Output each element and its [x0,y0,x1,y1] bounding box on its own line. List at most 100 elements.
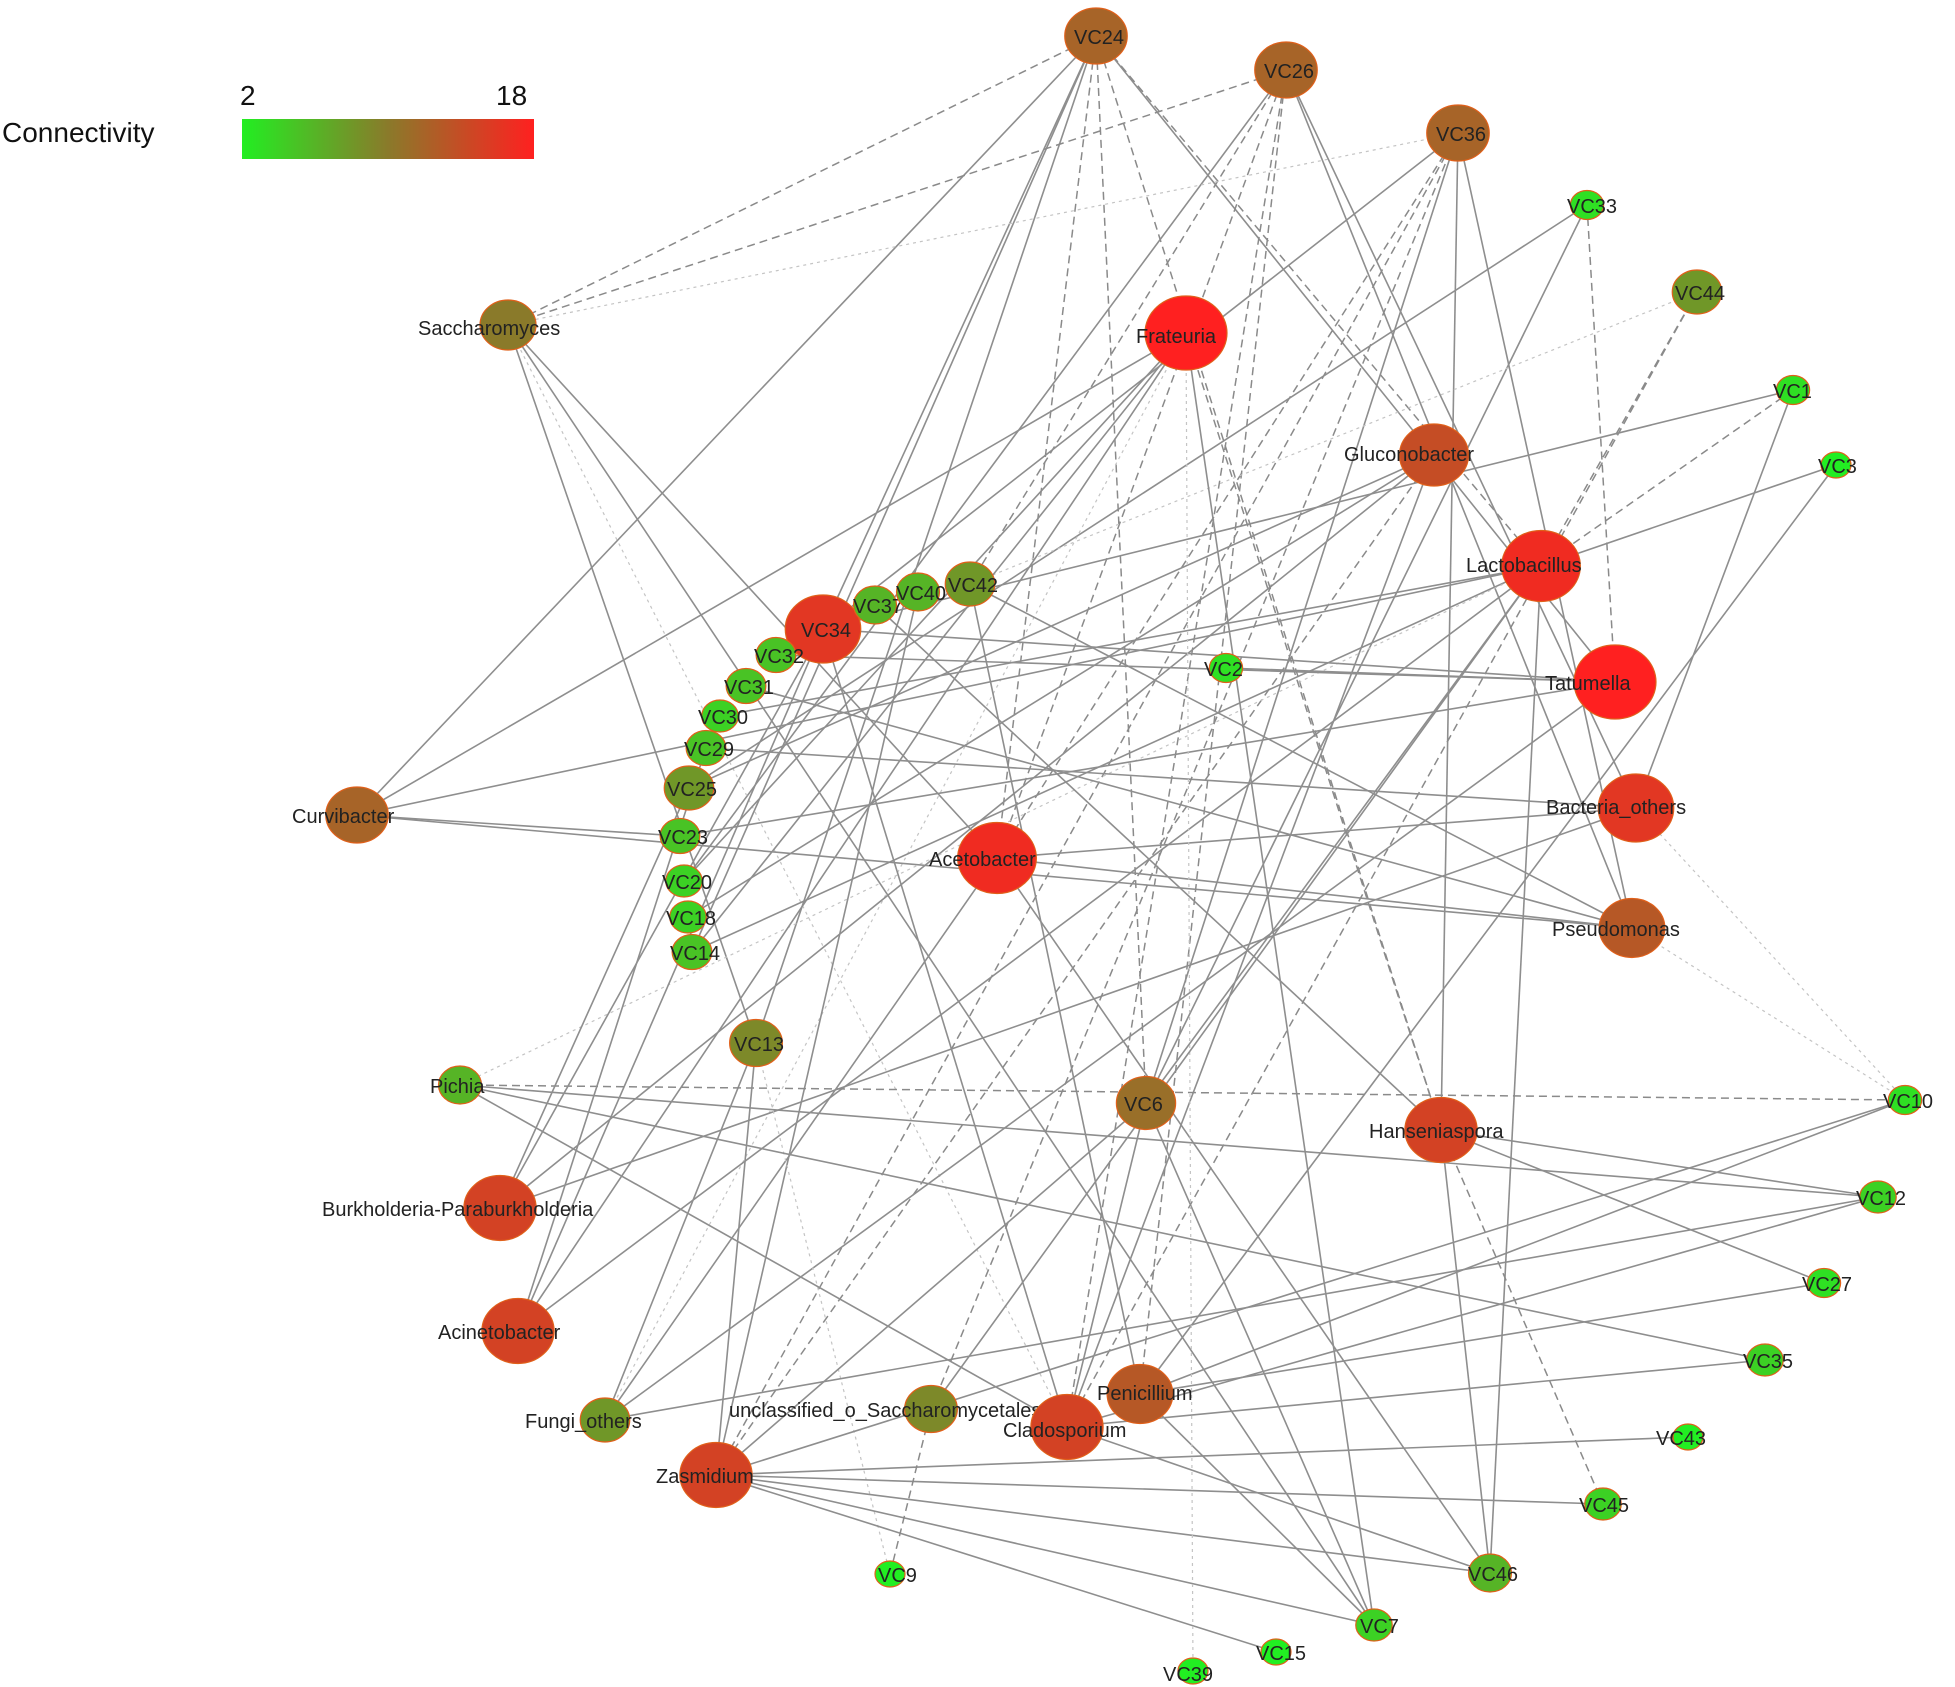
edge-VC36-Acetobacter [996,132,1459,859]
node-label-VC33: VC33 [1567,196,1617,218]
node-label-VC3: VC3 [1818,456,1857,478]
edge-VC34-Cladosporium [822,628,1068,1428]
edge-Tatumella-VC23 [679,681,1616,837]
edge-VC1-Bacteria_others [1635,389,1794,809]
node-VC20: VC20 [662,864,712,898]
node-label-VC9: VC9 [878,1565,917,1587]
node-circle-VC23 [659,817,701,855]
node-circle-VC34 [784,594,862,664]
edge-Frateuria-VC20 [683,332,1187,882]
node-VC13: VC13 [729,1018,784,1068]
node-VC2: VC2 [1204,652,1244,684]
node-label-Acetobacter: Acetobacter [929,849,1036,871]
edge-Pichia-Cladosporium [459,1084,1068,1428]
node-Curvibacter: Curvibacter [292,786,395,844]
edge-VC24-Lactobacillus [1095,35,1542,567]
node-circle-Hanseniaspora [1404,1096,1478,1164]
edge-Lactobacillus-Curvibacter [356,565,1542,816]
edge-layer [356,35,1906,1672]
node-VC39: VC39 [1163,1657,1213,1686]
edge-VC26-Pseudomonas [1285,69,1633,929]
node-circle-VC45 [1584,1487,1622,1521]
edge-Hanseniaspora-VC12 [1440,1129,1879,1198]
edge-Frateuria-VC14 [691,332,1187,953]
node-circle-VC36 [1426,104,1490,162]
node-label-VC36: VC36 [1436,124,1486,146]
edge-Bacteria_others-VC10 [1635,807,1906,1101]
edge-Lactobacillus-Acinetobacter [517,565,1542,1332]
node-label-Frateuria: Frateuria [1136,326,1217,348]
edge-Bacteria_others-Acetobacter [996,807,1637,859]
edge-VC3-Lactobacillus [1540,464,1837,567]
edge-Gluconobacter-VC18 [687,454,1435,918]
node-circle-Curvibacter [325,786,389,844]
edge-VC3-Penicillium [1139,464,1837,1395]
node-label-Burkholderia-Paraburkholderia: Burkholderia-Paraburkholderia [322,1199,594,1221]
node-circle-Fungi_others [579,1397,631,1443]
edge-Zasmidium-VC6 [715,1102,1147,1476]
node-circle-Pichia [437,1065,483,1105]
node-VC45: VC45 [1579,1487,1629,1521]
node-VC42: VC42 [944,561,998,607]
edge-VC24-Hanseniaspora [1095,35,1442,1131]
node-label-VC27: VC27 [1802,1274,1852,1296]
edge-VC36-VC6 [1145,132,1459,1104]
node-label-VC13: VC13 [734,1034,784,1056]
edge-VC33-VC25 [688,204,1588,789]
node-circle-VC18 [669,900,707,934]
node-VC46: VC46 [1467,1553,1518,1593]
node-circle-VC26 [1254,41,1318,99]
node-Pseudomonas: Pseudomonas [1552,897,1680,959]
node-label-VC6: VC6 [1124,1094,1163,1116]
edge-Acetobacter-Pseudomonas [996,857,1633,929]
node-label-Bacteria_others: Bacteria_others [1546,797,1686,819]
edge-VC12-Cladosporium [1066,1196,1879,1428]
node-VC36: VC36 [1426,104,1490,162]
node-VC18: VC18 [666,900,716,934]
node-circle-VC24 [1064,7,1128,65]
edge-Hanseniaspora-VC27 [1440,1129,1825,1284]
node-circle-VC31 [725,667,767,705]
node-label-VC25: VC25 [667,779,717,801]
node-circle-VC6 [1115,1075,1177,1131]
node-label-VC26: VC26 [1264,61,1314,83]
node-label-Penicillium: Penicillium [1097,1383,1193,1405]
node-VC43: VC43 [1656,1423,1706,1451]
node-VC1: VC1 [1773,374,1812,406]
node-label-VC10: VC10 [1883,1091,1933,1113]
edge-Pseudomonas-VC10 [1631,927,1906,1101]
node-circle-unclassified_o_Saccharomycetales [904,1384,958,1434]
node-label-VC40: VC40 [896,583,946,605]
edge-VC26-Penicillium [1139,69,1287,1395]
node-label-Tatumella: Tatumella [1545,673,1631,695]
node-circle-Penicillium [1106,1363,1174,1425]
edge-VC24-VC6 [1095,35,1147,1104]
node-Tatumella: Tatumella [1545,644,1657,720]
node-label-VC24: VC24 [1074,27,1124,49]
node-label-VC32: VC32 [754,646,804,668]
node-label-Gluconobacter: Gluconobacter [1344,444,1474,466]
node-circle-VC9 [874,1560,906,1588]
edge-Bacteria_others-VC29 [705,747,1637,809]
node-circle-VC39 [1177,1657,1209,1685]
node-circle-VC15 [1260,1638,1292,1666]
edge-VC6-VC7 [1145,1102,1375,1626]
edge-Zasmidium-VC13 [715,1042,757,1476]
edge-unclassified_o_Saccharomycetales-Lactobacillus [930,565,1542,1410]
edge-VC44-Lactobacillus [1540,291,1698,567]
node-circle-VC25 [663,765,715,811]
node-label-VC2: VC2 [1204,659,1243,681]
node-label-VC14: VC14 [670,943,720,965]
node-VC7: VC7 [1355,1608,1399,1642]
edge-Bacteria_others-Burkholderia-Paraburkholderia [499,807,1637,1209]
node-circle-VC33 [1569,189,1605,221]
edge-Acetobacter-VC46 [996,857,1491,1574]
node-VC31: VC31 [724,667,774,705]
edge-Gluconobacter-Cladosporium [1066,454,1435,1428]
edge-VC24-VC13 [755,35,1097,1044]
node-VC37: VC37 [852,585,903,625]
legend-title: Connectivity [2,117,155,148]
node-label-VC37: VC37 [853,596,903,618]
node-circle-VC29 [685,729,727,767]
edge-Curvibacter-VC23 [356,814,681,837]
